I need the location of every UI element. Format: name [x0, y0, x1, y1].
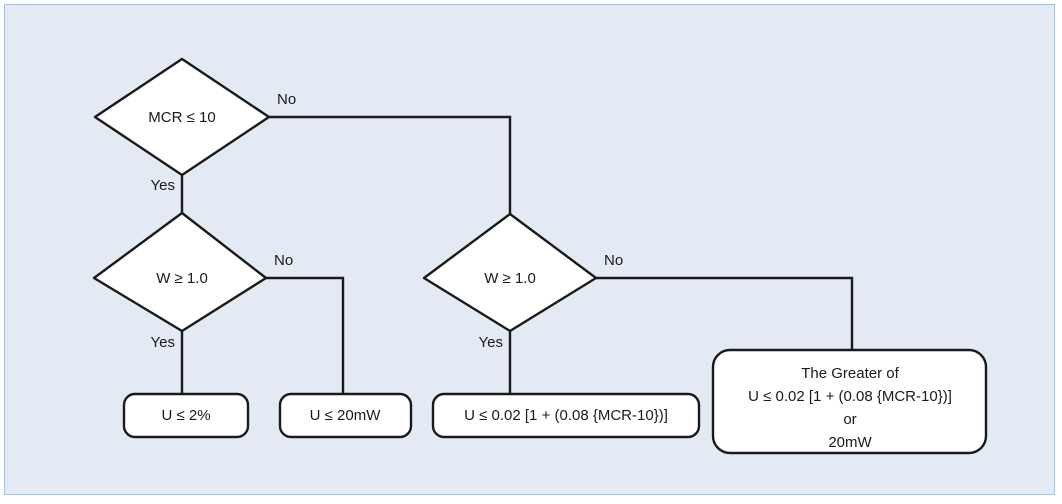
edge-label-w-right-yes: Yes: [479, 334, 503, 351]
decision-w-left-shape[interactable]: [92, 211, 268, 333]
connector-w-left-no: [266, 276, 345, 394]
result-formula-shape[interactable]: [431, 392, 701, 439]
edge-label-mcr-no: No: [277, 91, 296, 108]
edge-label-w-left-yes: Yes: [151, 334, 175, 351]
result-greater-of-line1: The Greater of: [801, 365, 899, 382]
result-u-20mw-label: U ≤ 20mW: [310, 407, 382, 424]
result-formula-label: U ≤ 0.02 [1 + (0.08 {MCR-10})]: [464, 407, 668, 424]
result-greater-of-line2: U ≤ 0.02 [1 + (0.08 {MCR-10})]: [748, 388, 952, 405]
decision-w-left-label: W ≥ 1.0: [156, 270, 208, 287]
edge-label-mcr-yes: Yes: [151, 177, 175, 194]
decision-w-right-shape[interactable]: [422, 212, 598, 333]
result-u-2pct-label: U ≤ 2%: [161, 407, 210, 424]
result-greater-of-shape[interactable]: [711, 348, 988, 455]
edge-label-w-left-no: No: [274, 252, 293, 269]
decision-mcr-shape[interactable]: [93, 57, 271, 177]
flowchart-canvas: MCR ≤ 10 W ≥ 1.0 W ≥ 1.0 No Yes No Yes N…: [92, 57, 988, 455]
result-greater-of-line4: 20mW: [828, 434, 872, 451]
decision-w-right-label: W ≥ 1.0: [484, 270, 536, 287]
edge-label-w-right-no: No: [604, 252, 623, 269]
result-u-20mw-shape[interactable]: [278, 392, 413, 439]
figure-frame: MCR ≤ 10 W ≥ 1.0 W ≥ 1.0 No Yes No Yes N…: [4, 4, 1055, 495]
decision-mcr-label: MCR ≤ 10: [148, 109, 215, 126]
result-u-2pct-shape[interactable]: [122, 392, 250, 439]
connector-w-right-no: [596, 276, 854, 350]
connector-mcr-no: [269, 115, 512, 214]
result-greater-of-line3: or: [843, 411, 856, 428]
